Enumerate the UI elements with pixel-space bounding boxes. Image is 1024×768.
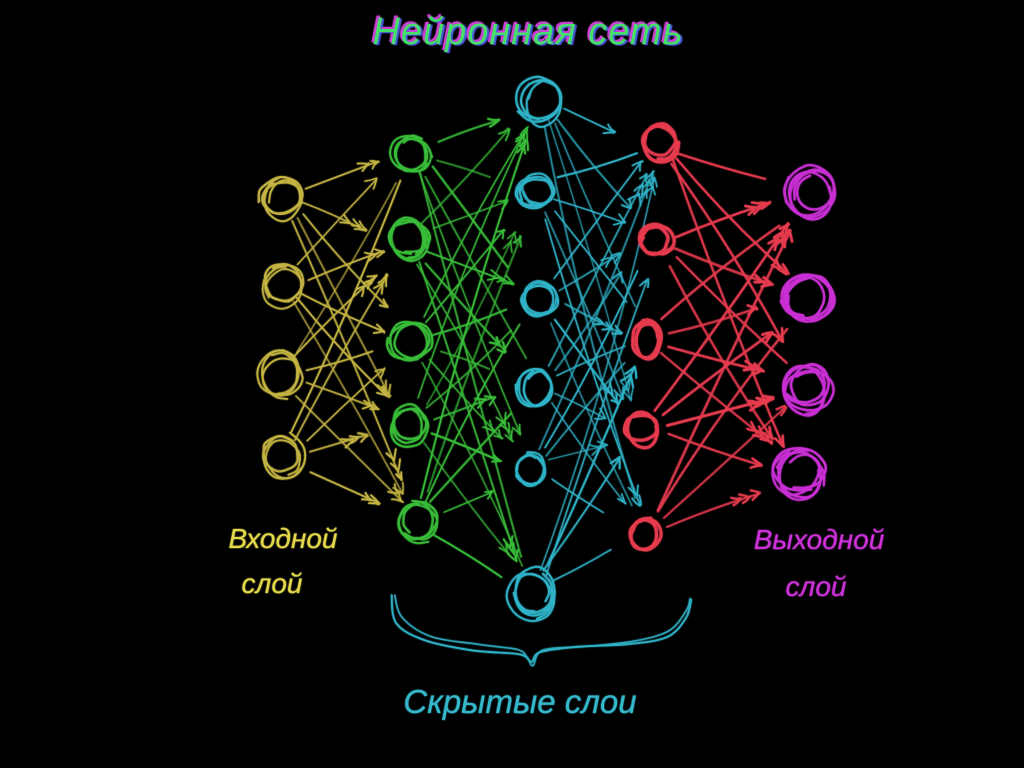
svg-text:слой: слой — [786, 571, 847, 602]
svg-text:слой: слой — [242, 568, 303, 599]
svg-text:Нейронная сеть: Нейронная сеть — [374, 12, 685, 54]
svg-text:Скрытые слои: Скрытые слои — [403, 683, 636, 720]
svg-text:Входной: Входной — [228, 523, 337, 554]
svg-text:Выходной: Выходной — [754, 524, 885, 555]
svg-text:Нейронная сеть: Нейронная сеть — [370, 9, 681, 51]
svg-text:Нейронная сеть: Нейронная сеть — [372, 11, 683, 53]
